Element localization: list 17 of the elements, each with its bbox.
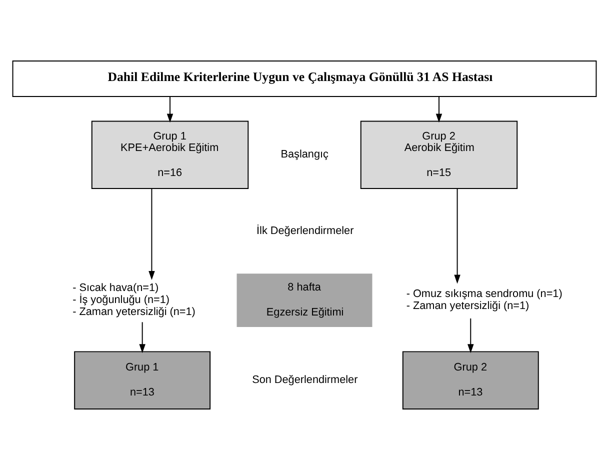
node-box: Grup 2 n=13 (402, 350, 539, 410)
arrow (454, 188, 460, 284)
arrow (436, 96, 442, 122)
arrow (148, 188, 155, 280)
node-box: 8 hafta Egzersiz Eğitimi (236, 273, 372, 326)
label: Başlangıç (280, 148, 328, 160)
label: Son Değerlendirmeler (252, 374, 358, 386)
arrow (166, 96, 174, 122)
arrow (468, 317, 474, 353)
label: İlk Değerlendirmeler (256, 224, 354, 236)
node-box: Grup 1 n=13 (74, 350, 211, 410)
node-box: Dahil Edilme Kriterlerine Uygun ve Çalışmaya Gönüllü 31 AS Hastası (12, 60, 597, 97)
node-text: - Omuz sıkışma sendromu (n=1) - Zaman yetersizliği (n=1) (406, 288, 562, 312)
node-text: - Sıcak hava(n=1) - İş yoğunluğu (n=1) - Zaman yetersizliği (n=1) (72, 282, 196, 318)
arrow (139, 321, 146, 353)
node-box: Grup 1 KPE+Aerobik Eğitim n=16 (91, 120, 249, 189)
node-box: Grup 2 Aerobik Eğitim n=15 (360, 120, 518, 189)
